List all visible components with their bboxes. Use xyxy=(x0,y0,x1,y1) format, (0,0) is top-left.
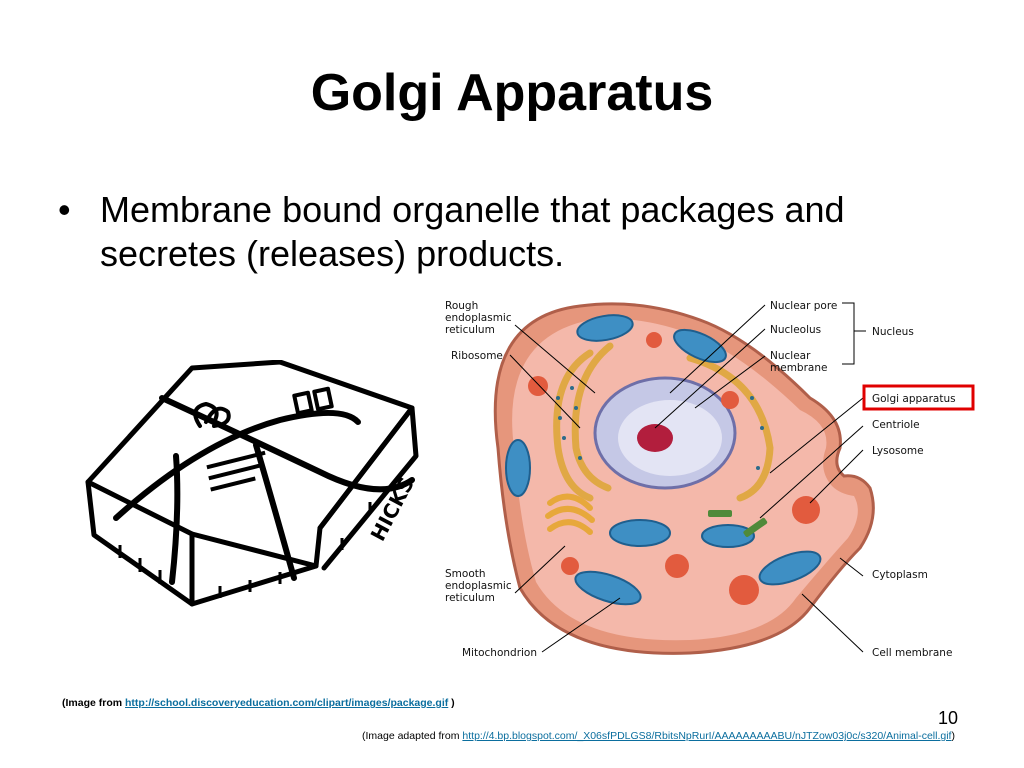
label-cytoplasm: Cytoplasm xyxy=(872,569,928,581)
package-image-link[interactable]: http://school.discoveryeducation.com/cli… xyxy=(125,697,449,709)
label-nucleolus: Nucleolus xyxy=(770,324,821,336)
label-rough-er-line3: reticulum xyxy=(445,324,495,336)
cell-image-link[interactable]: http://4.bp.blogspot.com/_X06sfPDLGS8/Rb… xyxy=(462,730,952,742)
label-smooth-er-line3: reticulum xyxy=(445,592,495,604)
bullet-text: Membrane bound organelle that packages a… xyxy=(100,189,845,274)
label-nuclear-membrane-line2: membrane xyxy=(770,362,827,374)
label-rough-er: Rough xyxy=(445,300,478,312)
label-smooth-er-line2: endoplasmic xyxy=(445,580,512,592)
package-image-caption: (Image from http://school.discoveryeduca… xyxy=(62,697,455,709)
golgi-highlight-box xyxy=(862,384,975,411)
package-caption-suffix: ) xyxy=(448,697,455,709)
label-lysosome: Lysosome xyxy=(872,445,924,457)
package-caption-prefix: (Image from xyxy=(62,697,126,709)
cell-caption-prefix: (Image adapted from xyxy=(362,730,463,742)
slide-title: Golgi Apparatus xyxy=(310,64,714,122)
label-golgi-apparatus: Golgi apparatus xyxy=(872,393,956,405)
label-nuclear-membrane: Nuclear xyxy=(770,350,811,362)
label-nucleus: Nucleus xyxy=(872,326,914,338)
cell-image-caption: (Image adapted from http://4.bp.blogspot… xyxy=(362,730,955,742)
cell-caption-suffix: ) xyxy=(951,730,955,742)
label-mitochondrion: Mitochondrion xyxy=(462,647,537,659)
label-smooth-er: Smooth xyxy=(445,568,486,580)
label-rough-er-line2: endoplasmic xyxy=(445,312,512,324)
label-ribosome: Ribosome xyxy=(451,350,503,362)
label-cell-membrane: Cell membrane xyxy=(872,647,952,659)
label-centriole: Centriole xyxy=(872,419,920,431)
label-nuclear-pore: Nuclear pore xyxy=(770,300,837,312)
slide-number: 10 xyxy=(938,708,959,728)
cell-diagram: Rough endoplasmic reticulum Ribosome Smo… xyxy=(445,300,975,659)
bullet-marker: • xyxy=(58,189,71,230)
package-image: HICKS xyxy=(85,360,419,607)
